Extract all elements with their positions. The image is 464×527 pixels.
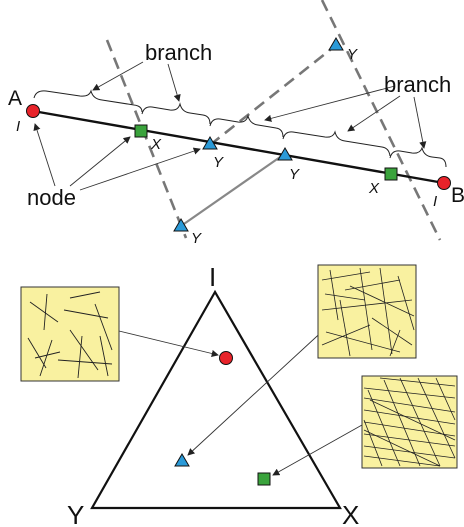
node-y-3-marker bbox=[328, 37, 344, 51]
branch-label-right: branch bbox=[384, 72, 451, 97]
node-x-left-marker bbox=[134, 124, 148, 138]
swatch-arrows bbox=[118, 314, 363, 476]
ternary-diagram: I Y X bbox=[20, 262, 458, 527]
branch-label-top: branch bbox=[145, 40, 212, 65]
node-y-4-marker bbox=[173, 218, 189, 232]
node-i-left-marker bbox=[26, 104, 40, 118]
dashed-line-3 bbox=[209, 44, 336, 147]
main-line-ab bbox=[32, 109, 445, 185]
node-type-label: Y bbox=[289, 166, 300, 183]
nodes-top bbox=[26, 37, 451, 232]
node-type-label: I bbox=[16, 118, 20, 135]
node-y-2-marker bbox=[277, 147, 293, 161]
node-y-1-marker bbox=[202, 136, 218, 150]
endpoint-b-label: B bbox=[451, 184, 464, 207]
endpoint-a-label: A bbox=[8, 87, 22, 110]
node-type-label: Y bbox=[213, 154, 224, 171]
vertex-i-label: I bbox=[209, 262, 216, 292]
node-label: node bbox=[27, 185, 76, 210]
vertex-y-label: Y bbox=[67, 500, 84, 527]
node-type-label: Y bbox=[347, 46, 358, 63]
ternary-triangle bbox=[90, 289, 342, 510]
node-type-label: X bbox=[368, 180, 380, 197]
node-i-right-marker bbox=[437, 176, 451, 190]
node-type-label: I bbox=[433, 193, 437, 210]
network-schematic: branch branch node A B I X Y Y X I Y Y bbox=[8, 0, 464, 247]
node-x-right-marker bbox=[384, 167, 398, 181]
ternary-point-y bbox=[174, 453, 190, 467]
connector-line bbox=[180, 154, 284, 227]
fracture-swatch-y bbox=[317, 264, 417, 359]
ternary-point-i bbox=[219, 351, 233, 365]
vertex-x-label: X bbox=[342, 500, 359, 527]
dashed-line-1 bbox=[105, 39, 188, 239]
annotation-arrows bbox=[33, 61, 427, 191]
fracture-swatch-i bbox=[20, 286, 120, 382]
node-type-label: X bbox=[150, 136, 162, 153]
fracture-swatch-x bbox=[361, 375, 458, 469]
ternary-point-x bbox=[257, 472, 271, 486]
dashed-line-2 bbox=[320, 0, 442, 241]
node-type-label: Y bbox=[191, 230, 202, 247]
